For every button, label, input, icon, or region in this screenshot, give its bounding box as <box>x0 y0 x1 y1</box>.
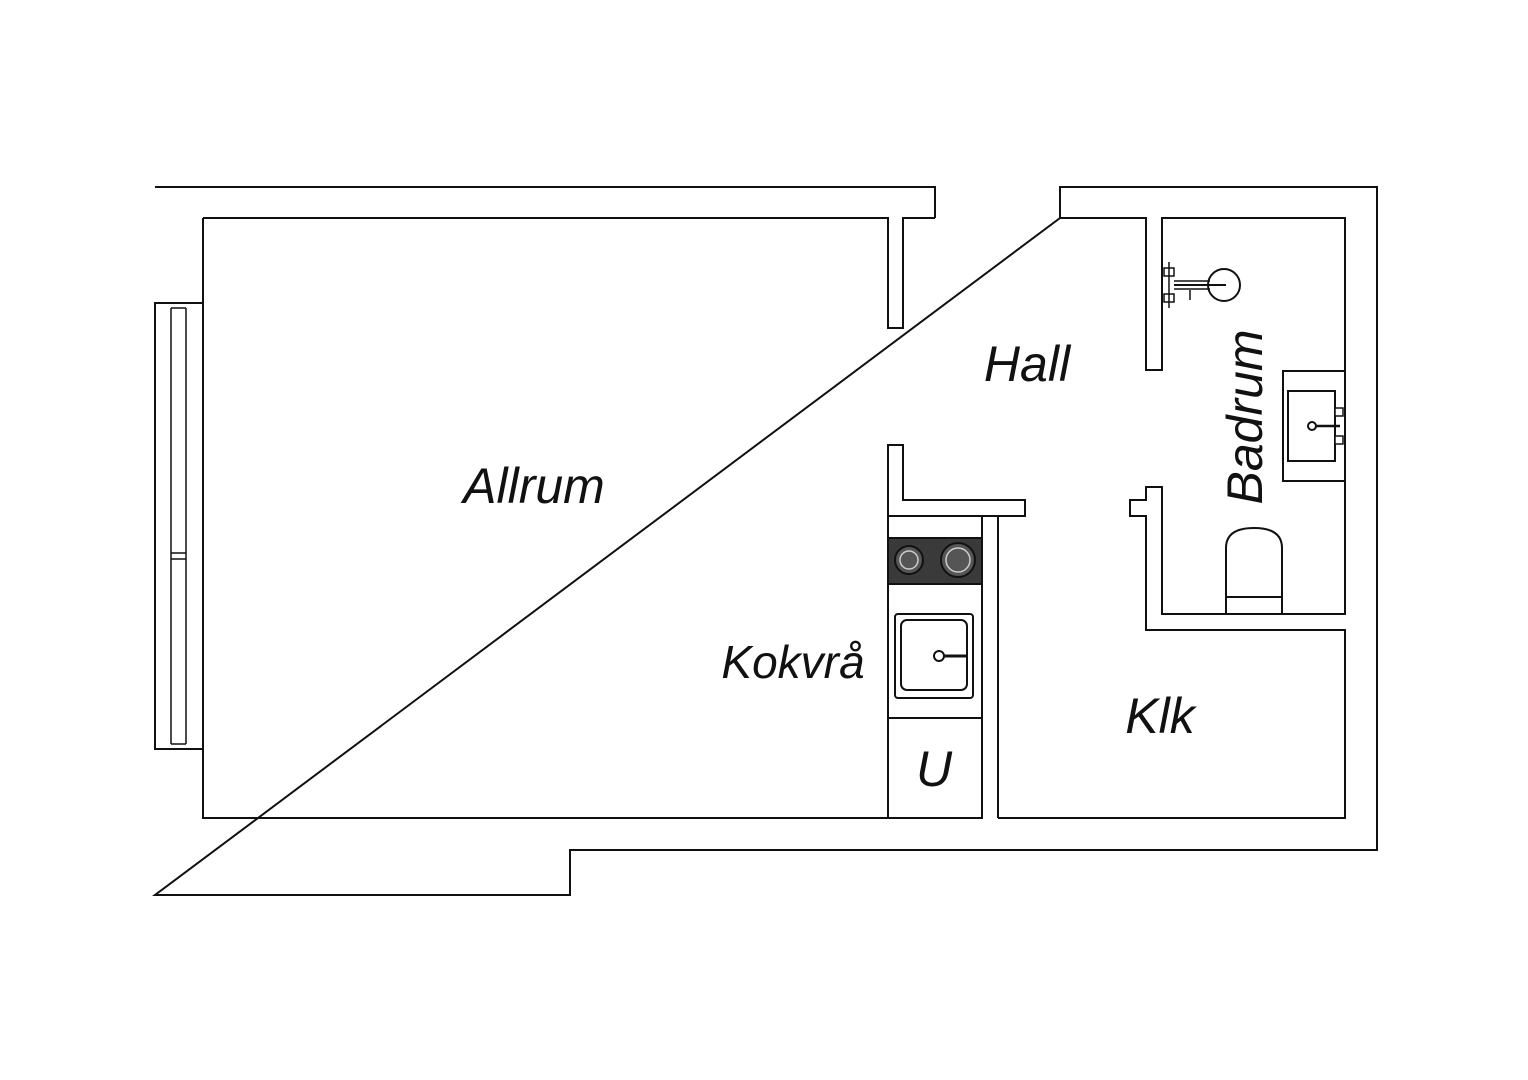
room-label-badrum: Badrum <box>1217 329 1273 504</box>
stove-burner-icon <box>894 545 924 575</box>
room-label-kokvra: Kokvrå <box>721 636 864 688</box>
kitchen-counter <box>887 515 983 719</box>
window <box>154 302 204 750</box>
kitchen-sink-icon <box>894 613 974 699</box>
klk-wall <box>997 217 1346 819</box>
allrum-wall <box>203 217 935 329</box>
room-label-klk: Klk <box>1125 688 1197 744</box>
bathroom-sink-icon <box>1282 370 1346 482</box>
allrum-wall-lower <box>202 218 1026 819</box>
room-label-u: U <box>916 741 953 797</box>
outer-wall <box>151 186 1378 896</box>
room-label-allrum: Allrum <box>460 458 605 514</box>
room-label-hall: Hall <box>984 336 1072 392</box>
toilet-icon <box>1225 526 1283 615</box>
shower-icon <box>1163 262 1241 308</box>
